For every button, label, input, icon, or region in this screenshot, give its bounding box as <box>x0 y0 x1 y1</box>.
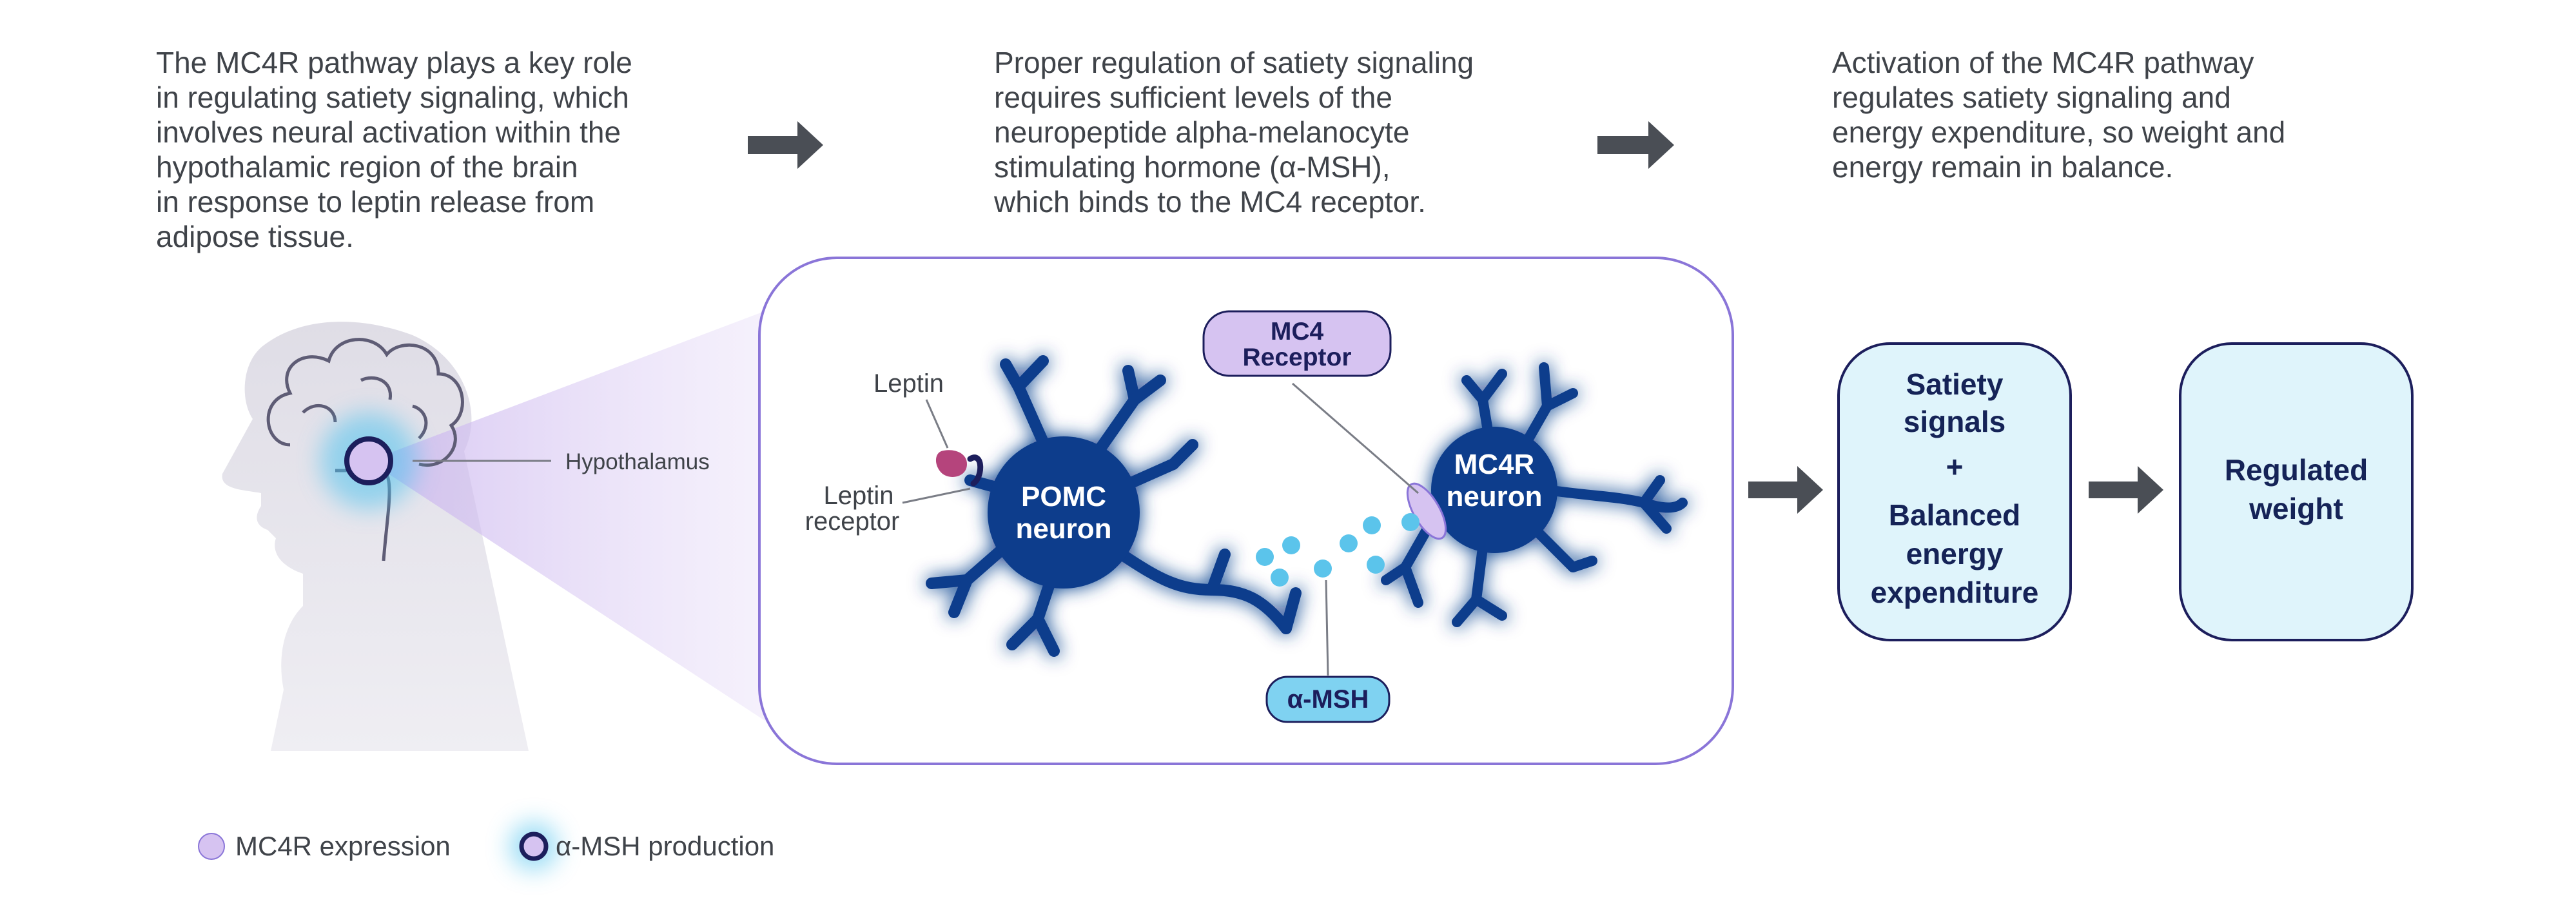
outcome-box1-line4: energy <box>1906 537 2004 570</box>
head-silhouette <box>222 322 529 751</box>
amsh-production-legend-label: α-MSH production <box>556 831 774 861</box>
regulated-weight-box <box>2179 342 2414 641</box>
amsh-label: α-MSH <box>1287 685 1369 714</box>
outcome-box1-line5: expenditure <box>1871 576 2039 609</box>
mc4-receptor-leader-line <box>1292 382 1419 494</box>
outcome-box1-line2: signals <box>1904 405 2006 438</box>
mc4r-neuron <box>1381 362 1688 627</box>
leptin-receptor-label-line2: receptor <box>805 507 900 536</box>
leptin-receptor-label-line1: Leptin <box>824 482 894 510</box>
hypothalamus-label: Hypothalamus <box>565 449 710 474</box>
zoom-beam <box>369 303 786 735</box>
leptin-receptor-leader-line <box>902 487 971 504</box>
outcome-box2-line2: weight <box>2249 492 2343 525</box>
leptin-shape <box>935 450 967 477</box>
mc4r-neuron-label-line2: neuron <box>1446 481 1542 512</box>
mc4r-expression-legend-icon <box>198 833 225 860</box>
mc4-receptor-label-line2: Receptor <box>1242 344 1351 371</box>
outcome-box1-plus: + <box>1946 450 1964 483</box>
intro-text-3: Activation of the MC4R pathway regulates… <box>1832 46 2286 184</box>
mc4-receptor-label-line1: MC4 <box>1271 318 1324 345</box>
mc4r-neuron-label-line1: MC4R <box>1454 449 1535 480</box>
arrow-icon <box>1748 466 1823 514</box>
outcome-box1-line1: Satiety <box>1906 367 2004 401</box>
arrow-icon <box>1597 121 1674 169</box>
mc4r-expression-legend-label: MC4R expression <box>235 831 451 861</box>
amsh-leader-line <box>1325 579 1329 676</box>
intro-text-1: The MC4R pathway plays a key role in reg… <box>156 46 632 253</box>
arrow-icon <box>2089 466 2163 514</box>
leptin-label: Leptin <box>873 369 944 398</box>
arrow-icon <box>748 121 823 169</box>
pomc-neuron <box>926 355 1302 657</box>
hypothalamus-marker <box>344 436 393 485</box>
pomc-neuron-label-line1: POMC <box>1021 481 1106 512</box>
pomc-neuron-label-line2: neuron <box>1015 513 1111 545</box>
amsh-molecules <box>1256 513 1420 587</box>
mc4-receptor-label-box <box>1202 310 1392 377</box>
intro-text-2: Proper regulation of satiety signaling r… <box>994 46 1474 219</box>
amsh-label-box <box>1265 676 1390 723</box>
amsh-production-legend-icon <box>519 832 549 861</box>
satiety-outcome-box <box>1837 342 2072 641</box>
leptin-receptor-shape <box>967 454 984 487</box>
outcome-box2-line1: Regulated <box>2225 453 2368 487</box>
leptin-leader-line <box>925 399 949 449</box>
outcome-box1-line3: Balanced <box>1889 498 2021 532</box>
